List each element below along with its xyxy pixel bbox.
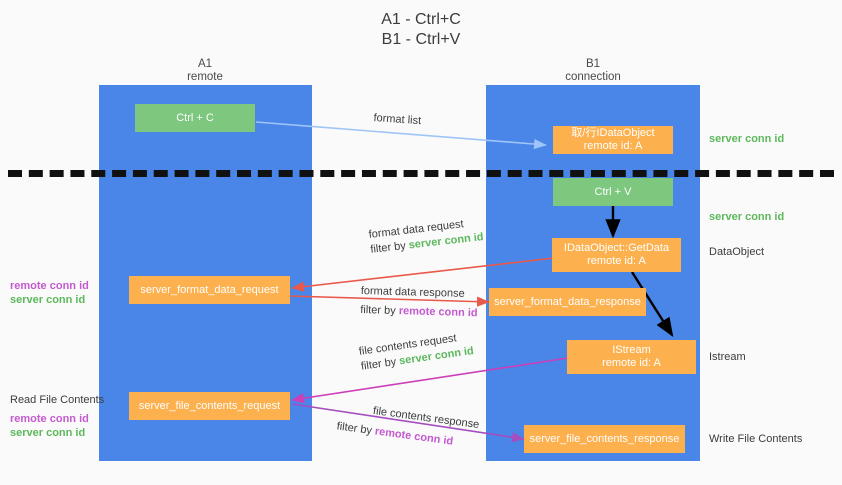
column-header-a1: A1 remote [125, 58, 285, 84]
column-header-a1-sub: remote [187, 71, 223, 83]
edge-label-format-list: format list [373, 111, 422, 129]
column-header-b1-sub: connection [565, 71, 621, 83]
box-server-file-contents-response-label: server_file_contents_response [529, 432, 680, 445]
edge-label-format-data-response-filter: filter by remote conn id [360, 303, 478, 321]
box-istream-line2: remote id: A [602, 357, 661, 369]
right-label-istream-text: Istream [709, 351, 746, 363]
filter-value-remote-conn-id-2: remote conn id [374, 425, 454, 448]
title-line-2: B1 - Ctrl+V [381, 31, 461, 48]
left-label-remote-conn-id-bottom: remote conn id [10, 413, 89, 425]
column-header-b1: B1 connection [513, 58, 673, 84]
left-label-server-conn-id-bottom: server conn id [10, 427, 86, 439]
box-ctrl-v[interactable]: Ctrl + V [553, 178, 673, 206]
box-server-file-contents-request-label: server_file_contents_request [138, 399, 281, 412]
filter-prefix-1: filter by [369, 239, 410, 256]
right-label-server-conn-id-mid-text: server conn id [709, 211, 785, 223]
left-label-read-file-contents-text: Read File Contents [10, 394, 105, 406]
box-server-format-data-response[interactable]: server_format_data_response [489, 288, 646, 316]
box-idataobject-getdata[interactable]: IDataObject::GetData remote id: A [552, 238, 681, 272]
edge-label-format-list-text: format list [373, 111, 422, 128]
box-server-format-data-request[interactable]: server_format_data_request [129, 276, 290, 304]
right-label-server-conn-id-mid: server conn id [709, 210, 784, 224]
right-label-istream: Istream [709, 350, 746, 364]
right-label-server-conn-id-top: server conn id [709, 132, 784, 146]
box-ctrl-c-line1: Ctrl + C [176, 111, 214, 124]
left-label-server-conn-id-mid: server conn id [10, 294, 86, 306]
box-server-file-contents-request[interactable]: server_file_contents_request [129, 392, 290, 420]
right-label-server-conn-id-top-text: server conn id [709, 133, 785, 145]
right-label-write-file-contents-text: Write File Contents [709, 433, 803, 445]
right-label-write-file-contents: Write File Contents [709, 432, 802, 446]
left-label-read-file-contents: Read File Contents [10, 393, 104, 407]
dashed-divider [8, 170, 834, 177]
column-header-b1-name: B1 [585, 58, 601, 70]
left-label-remote-conn-id-mid: remote conn id [10, 280, 89, 292]
box-istream-line1: IStream [612, 344, 651, 356]
box-ctrl-v-line1: Ctrl + V [594, 185, 632, 198]
edge-label-file-contents-request: file contents request filter by server c… [358, 329, 475, 375]
page-title: A1 - Ctrl+C B1 - Ctrl+V [0, 10, 842, 50]
box-idataobject-getdata-line1: IDataObject::GetData [563, 242, 670, 254]
box-idataobject-getdata-line2: remote id: A [587, 255, 646, 267]
edge-label-format-data-request: format data request filter by server con… [368, 215, 484, 258]
box-server-format-data-response-label: server_format_data_response [494, 295, 641, 308]
right-label-dataobject: DataObject [709, 245, 764, 259]
box-server-format-data-request-label: server_format_data_request [140, 283, 279, 296]
box-idataobject-line1: 取/行IDataObject [571, 127, 655, 139]
left-label-conn-ids-bottom: remote conn id server conn id [10, 412, 89, 440]
box-idataobject-line2: remote id: A [583, 140, 643, 152]
filter-prefix-2: filter by [360, 303, 399, 318]
filter-prefix-4: filter by [335, 420, 376, 438]
edge-label-file-contents-response: file contents response filter by remote … [336, 404, 480, 453]
column-header-a1-name: A1 [197, 58, 213, 70]
edge-label-format-data-response: format data response filter by remote co… [360, 284, 478, 321]
box-ctrl-c[interactable]: Ctrl + C [135, 104, 255, 132]
edge-label-format-data-response-text: format data response [360, 284, 465, 300]
box-server-file-contents-response[interactable]: server_file_contents_response [524, 425, 685, 453]
box-idataobject[interactable]: 取/行IDataObject remote id: A [553, 126, 673, 154]
left-label-conn-ids-mid: remote conn id server conn id [10, 279, 89, 307]
box-istream[interactable]: IStream remote id: A [567, 340, 696, 374]
title-line-1: A1 - Ctrl+C [381, 11, 461, 28]
filter-value-remote-conn-id-1: remote conn id [398, 305, 478, 320]
right-label-dataobject-text: DataObject [709, 246, 765, 258]
filter-prefix-3: filter by [360, 355, 401, 373]
